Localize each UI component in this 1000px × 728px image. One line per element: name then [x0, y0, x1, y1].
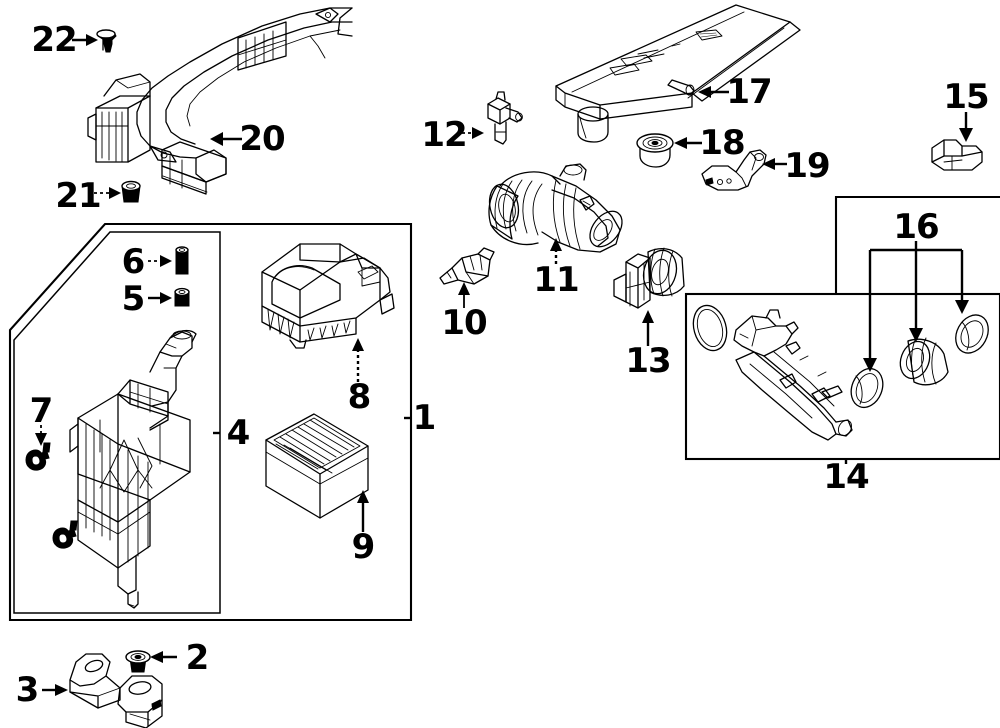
callout-label-21: 21 [55, 176, 100, 216]
part-18-cover-grommet [636, 133, 674, 168]
group-outline-boxes [8, 195, 1000, 622]
part-15-retainer-clip [931, 139, 983, 171]
callout-label-2: 2 [186, 638, 209, 678]
callout-label-14: 14 [823, 457, 869, 497]
callout-label-19: 19 [784, 146, 829, 186]
part-16-seals-clamps [850, 314, 989, 409]
callout-label-9: 9 [352, 527, 375, 567]
part-11-intake-hose [488, 163, 623, 253]
part-10-air-temp-sensor [439, 247, 495, 285]
callout-label-10: 10 [441, 303, 487, 343]
part-5-grommet [174, 287, 190, 307]
outline-box-16 [834, 195, 1000, 294]
callout-label-18: 18 [699, 123, 744, 163]
outline-box-14 [684, 292, 1000, 461]
callout-label-11: 11 [533, 260, 578, 300]
callout-label-15: 15 [943, 77, 988, 117]
part-3-mounting-bracket [69, 653, 163, 728]
callout-label-7: 7 [30, 391, 53, 431]
part-17-engine-cover [555, 4, 801, 143]
callout-label-6: 6 [122, 242, 145, 282]
part-13-adapter-clamp [613, 247, 685, 309]
part-4-air-cleaner-housing [69, 329, 197, 609]
part-21-grommet [121, 180, 141, 203]
callout-label-8: 8 [348, 377, 371, 417]
callout-label-17: 17 [726, 72, 771, 112]
part-20-air-inlet-duct [87, 7, 353, 195]
callout-label-1: 1 [413, 398, 436, 438]
callout-label-20: 20 [239, 119, 285, 159]
part-8-air-cleaner-cover [261, 243, 395, 349]
part-22-push-pin [96, 29, 117, 53]
callout-labels: 1 2 3 4 5 6 7 8 9 10 11 12 13 14 15 16 1… [16, 20, 990, 710]
part-12-valve-fitting [487, 91, 523, 145]
outline-box-1 [8, 222, 413, 622]
callout-label-5: 5 [122, 279, 145, 319]
part-2-mount-grommet [125, 650, 151, 673]
part-9-filter-element [265, 413, 369, 519]
part-6-bushing [175, 246, 189, 275]
part-7-clamp-hooks [25, 442, 78, 549]
part-14-intake-manifold [692, 304, 853, 441]
callout-label-13: 13 [625, 341, 670, 381]
callout-label-22: 22 [31, 20, 76, 60]
callout-label-3: 3 [16, 670, 39, 710]
callout-label-16: 16 [893, 207, 938, 247]
outline-box-4 [13, 231, 221, 614]
part-19-support-bracket [701, 149, 767, 191]
callout-leaders [35, 34, 973, 696]
callout-label-4: 4 [227, 413, 250, 453]
callout-label-12: 12 [421, 115, 466, 155]
